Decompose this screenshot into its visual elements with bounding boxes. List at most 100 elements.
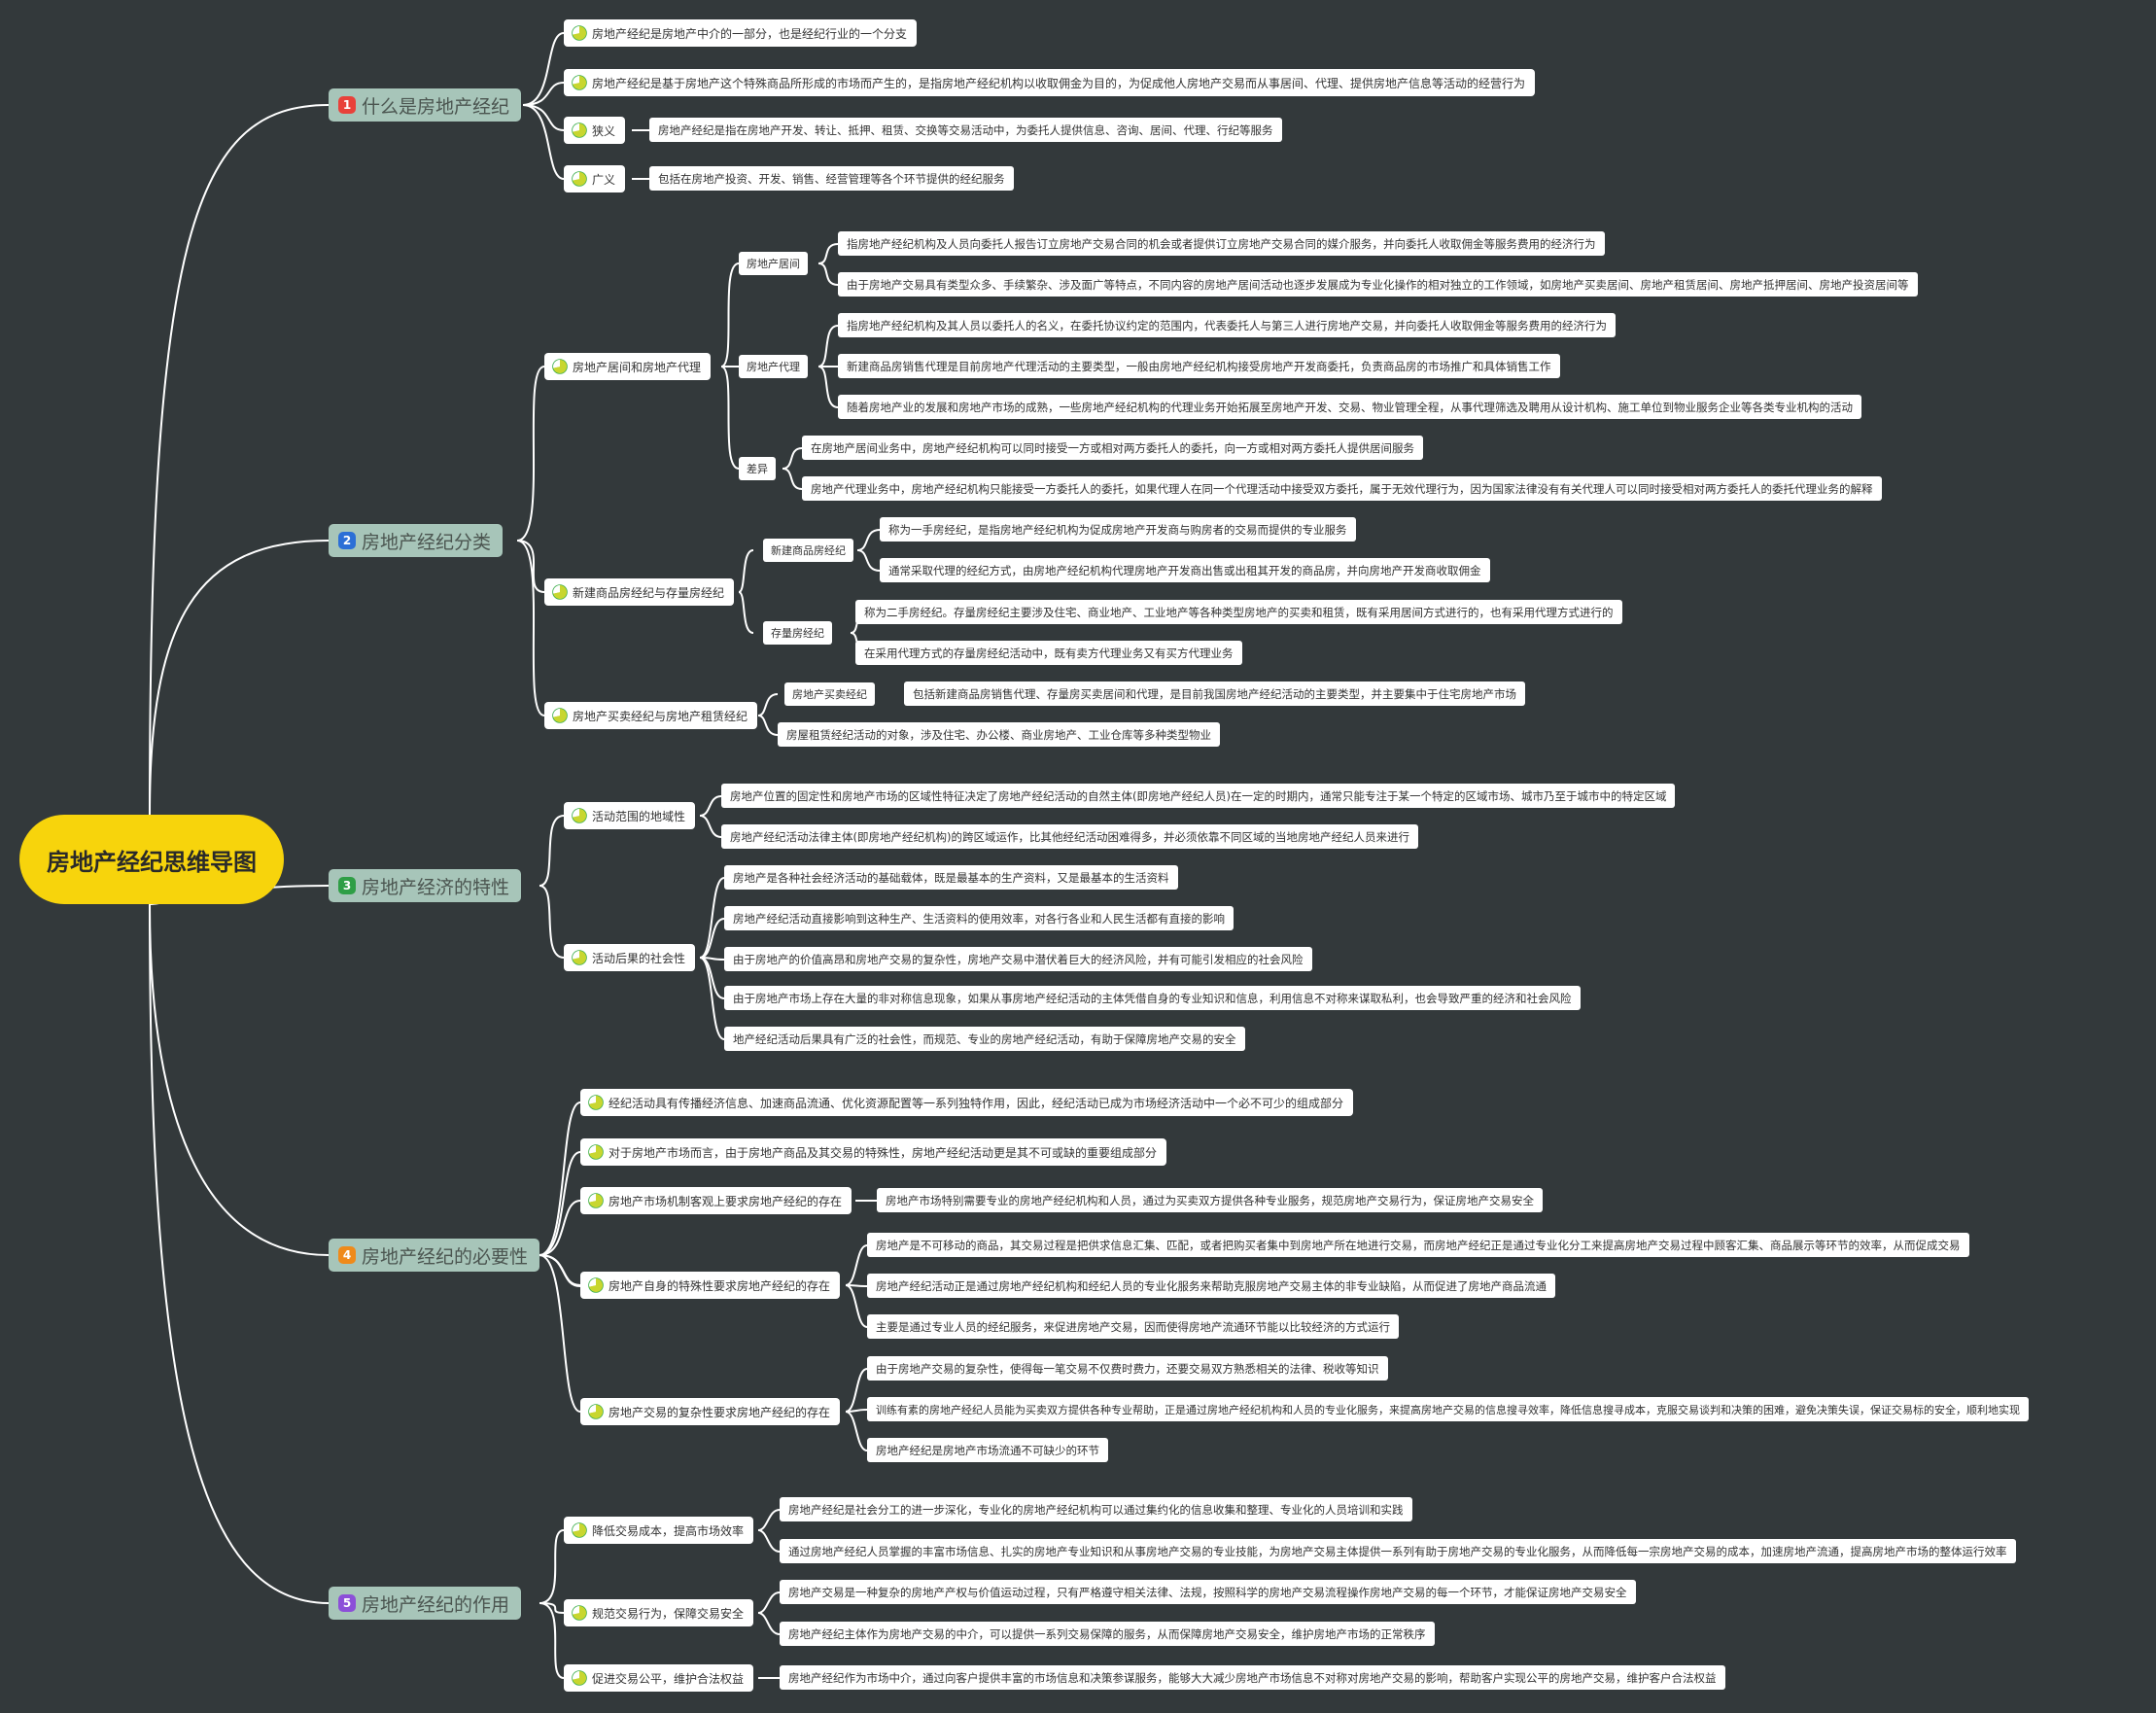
topic-label: 规范交易行为，保障交易安全 <box>592 1606 745 1621</box>
pie-progress-icon <box>588 1144 604 1160</box>
topic-node[interactable]: 房地产居间和房地产代理 <box>544 353 712 380</box>
branch-characteristics[interactable]: 3 房地产经济的特性 <box>329 869 522 902</box>
topic-label: 活动后果的社会性 <box>592 951 686 965</box>
subtopic-node[interactable]: 房地产买卖经纪 <box>784 682 875 706</box>
topic-node[interactable]: 广义 <box>564 165 626 192</box>
subtopic-node[interactable]: 房地产代理 <box>739 355 808 378</box>
branch-classification[interactable]: 2 房地产经纪分类 <box>329 524 504 557</box>
leaf-node[interactable]: 房地产经纪是指在房地产开发、转让、抵押、租赁、交换等交易活动中，为委托人提供信息… <box>649 118 1282 142</box>
leaf-node[interactable]: 由于房地产交易具有类型众多、手续繁杂、涉及面广等特点，不同内容的房地产居间活动也… <box>838 272 1918 297</box>
pie-progress-icon <box>552 584 568 600</box>
number-badge: 1 <box>338 96 356 114</box>
leaf-node[interactable]: 房地产代理业务中，房地产经纪机构只能接受一方委托人的委托，如果代理人在同一个代理… <box>802 476 1882 501</box>
topic-label: 房地产居间和房地产代理 <box>573 360 702 374</box>
pie-progress-icon <box>572 1670 587 1686</box>
leaf-node[interactable]: 房地产经纪活动法律主体(即房地产经纪机构)的跨区域运作，比其他经纪活动困难得多，… <box>721 824 1418 849</box>
topic-node[interactable]: 新建商品房经纪与存量房经纪 <box>544 578 735 606</box>
leaf-node[interactable]: 由于房地产市场上存在大量的非对称信息现象，如果从事房地产经纪活动的主体凭借自身的… <box>724 986 1581 1010</box>
leaf-node[interactable]: 包括在房地产投资、开发、销售、经营管理等各个环节提供的经纪服务 <box>649 166 1014 191</box>
pie-progress-icon <box>572 171 587 187</box>
topic-label: 房地产市场机制客观上要求房地产经纪的存在 <box>609 1194 843 1208</box>
branch-label: 房地产经纪分类 <box>362 531 492 553</box>
topic-node[interactable]: 降低交易成本，提高市场效率 <box>564 1517 754 1544</box>
branch-necessity[interactable]: 4 房地产经纪的必要性 <box>329 1239 540 1272</box>
topic-label: 房地产经纪是基于房地产这个特殊商品所形成的市场而产生的，是指房地产经纪机构以收取… <box>592 76 1526 90</box>
subtopic-node[interactable]: 新建商品房经纪 <box>763 539 853 562</box>
branch-functions[interactable]: 5 房地产经纪的作用 <box>329 1587 522 1620</box>
leaf-node[interactable]: 房地产经纪是社会分工的进一步深化，专业化的房地产经纪机构可以通过集约化的信息收集… <box>780 1497 1412 1521</box>
topic-label: 活动范围的地域性 <box>592 809 686 823</box>
leaf-node[interactable]: 地产经纪活动后果具有广泛的社会性，而规范、专业的房地产经纪活动，有助于保障房地产… <box>724 1027 1245 1051</box>
leaf-node[interactable]: 在采用代理方式的存量房经纪活动中，既有卖方代理业务又有买方代理业务 <box>855 641 1242 665</box>
topic-node[interactable]: 房地产买卖经纪与房地产租赁经纪 <box>544 702 758 729</box>
pie-progress-icon <box>572 25 587 41</box>
leaf-node[interactable]: 主要是通过专业人员的经纪服务，来促进房地产交易，因而使得房地产流通环节能以比较经… <box>867 1314 1399 1339</box>
topic-node[interactable]: 经纪活动具有传播经济信息、加速商品流通、优化资源配置等一系列独特作用，因此，经纪… <box>580 1089 1354 1116</box>
pie-progress-icon <box>572 122 587 138</box>
topic-node[interactable]: 狭义 <box>564 117 626 144</box>
branch-label: 什么是房地产经纪 <box>362 95 510 118</box>
pie-progress-icon <box>588 1193 604 1208</box>
branch-label: 房地产经纪的必要性 <box>362 1245 529 1268</box>
pie-progress-icon <box>572 75 587 90</box>
leaf-node[interactable]: 房地产交易是一种复杂的房地产产权与价值运动过程，只有严格遵守相关法律、法规，按照… <box>780 1580 1636 1604</box>
topic-node[interactable]: 促进交易公平，维护合法权益 <box>564 1664 754 1692</box>
topic-node[interactable]: 活动范围的地域性 <box>564 802 696 829</box>
topic-label: 广义 <box>592 172 616 187</box>
leaf-node[interactable]: 包括新建商品房销售代理、存量房买卖居间和代理，是目前我国房地产经纪活动的主要类型… <box>904 682 1525 706</box>
leaf-node[interactable]: 指房地产经纪机构及其人员以委托人的名义，在委托协议约定的范围内，代表委托人与第三… <box>838 313 1616 337</box>
leaf-node[interactable]: 房屋租赁经纪活动的对象，涉及住宅、办公楼、商业房地产、工业仓库等多种类型物业 <box>778 722 1220 747</box>
pie-progress-icon <box>552 708 568 723</box>
leaf-node[interactable]: 指房地产经纪机构及人员向委托人报告订立房地产交易合同的机会或者提供订立房地产交易… <box>838 231 1605 256</box>
leaf-node[interactable]: 通过房地产经纪人员掌握的丰富市场信息、扎实的房地产专业知识和从事房地产交易的专业… <box>780 1539 2016 1563</box>
number-badge: 5 <box>338 1594 356 1612</box>
topic-label: 狭义 <box>592 123 616 138</box>
topic-label: 房地产经纪是房地产中介的一部分，也是经纪行业的一个分支 <box>592 26 908 41</box>
topic-node[interactable]: 房地产经纪是房地产中介的一部分，也是经纪行业的一个分支 <box>564 19 918 47</box>
leaf-node[interactable]: 房地产是不可移动的商品，其交易过程是把供求信息汇集、匹配，或者把购买者集中到房地… <box>867 1233 1969 1257</box>
branch-what-is[interactable]: 1 什么是房地产经纪 <box>329 88 522 122</box>
leaf-node[interactable]: 随着房地产业的发展和房地产市场的成熟，一些房地产经纪机构的代理业务开始拓展至房地… <box>838 395 1861 419</box>
topic-node[interactable]: 房地产交易的复杂性要求房地产经纪的存在 <box>580 1398 841 1425</box>
topic-node[interactable]: 活动后果的社会性 <box>564 944 696 971</box>
leaf-node[interactable]: 由于房地产交易的复杂性，使得每一笔交易不仅费时费力，还要交易双方熟悉相关的法律、… <box>867 1356 1388 1381</box>
leaf-node[interactable]: 新建商品房销售代理是目前房地产代理活动的主要类型，一般由房地产经纪机构接受房地产… <box>838 354 1560 378</box>
leaf-node[interactable]: 在房地产居间业务中，房地产经纪机构可以同时接受一方或相对两方委托人的委托，向一方… <box>802 436 1423 460</box>
leaf-node[interactable]: 称为二手房经纪。存量房经纪主要涉及住宅、商业地产、工业地产等各种类型房地产的买卖… <box>855 600 1622 624</box>
leaf-node[interactable]: 通常采取代理的经纪方式，由房地产经纪机构代理房地产开发商出售或出租其开发的商品房… <box>880 558 1490 582</box>
number-badge: 2 <box>338 532 356 549</box>
pie-progress-icon <box>572 808 587 823</box>
leaf-node[interactable]: 房地产经纪活动正是通过房地产经纪机构和经纪人员的专业化服务来帮助克服房地产交易主… <box>867 1274 1555 1298</box>
leaf-node[interactable]: 房地产位置的固定性和房地产市场的区域性特征决定了房地产经纪活动的自然主体(即房地… <box>721 784 1676 808</box>
leaf-node[interactable]: 房地产经纪作为市场中介，通过向客户提供丰富的市场信息和决策参谋服务，能够大大减少… <box>780 1665 1725 1690</box>
topic-label: 新建商品房经纪与存量房经纪 <box>573 585 725 600</box>
root-topic[interactable]: 房地产经纪思维导图 <box>19 815 284 904</box>
branch-label: 房地产经纪的作用 <box>362 1593 510 1616</box>
topic-label: 房地产买卖经纪与房地产租赁经纪 <box>573 709 748 723</box>
topic-node[interactable]: 房地产经纪是基于房地产这个特殊商品所形成的市场而产生的，是指房地产经纪机构以收取… <box>564 69 1536 96</box>
subtopic-node[interactable]: 房地产居间 <box>739 252 808 275</box>
subtopic-node[interactable]: 存量房经纪 <box>763 621 832 645</box>
topic-node[interactable]: 房地产自身的特殊性要求房地产经纪的存在 <box>580 1272 841 1299</box>
pie-progress-icon <box>588 1095 604 1110</box>
leaf-node[interactable]: 房地产是各种社会经济活动的基础载体，既是最基本的生产资料，又是最基本的生活资料 <box>724 865 1178 890</box>
topic-node[interactable]: 房地产市场机制客观上要求房地产经纪的存在 <box>580 1187 852 1214</box>
leaf-node[interactable]: 房地产经纪活动直接影响到这种生产、生活资料的使用效率，对各行各业和人民生活都有直… <box>724 906 1234 930</box>
topic-label: 降低交易成本，提高市场效率 <box>592 1523 745 1538</box>
pie-progress-icon <box>572 1605 587 1621</box>
leaf-node[interactable]: 房地产经纪主体作为房地产交易的中介，可以提供一系列交易保障的服务，从而保障房地产… <box>780 1622 1435 1646</box>
leaf-node[interactable]: 房地产经纪是房地产市场流通不可缺少的环节 <box>867 1438 1108 1462</box>
topic-node[interactable]: 对于房地产市场而言，由于房地产商品及其交易的特殊性，房地产经纪活动更是其不可或缺… <box>580 1138 1167 1166</box>
subtopic-node[interactable]: 差异 <box>739 457 776 480</box>
topic-node[interactable]: 规范交易行为，保障交易安全 <box>564 1599 754 1626</box>
topic-label: 房地产交易的复杂性要求房地产经纪的存在 <box>609 1405 831 1419</box>
leaf-node[interactable]: 称为一手房经纪，是指房地产经纪机构为促成房地产开发商与购房者的交易而提供的专业服… <box>880 517 1356 542</box>
leaf-node[interactable]: 训练有素的房地产经纪人员能为买卖双方提供各种专业帮助，正是通过房地产经纪机构和人… <box>867 1397 2029 1421</box>
topic-label: 房地产自身的特殊性要求房地产经纪的存在 <box>609 1278 831 1293</box>
pie-progress-icon <box>572 1522 587 1538</box>
leaf-node[interactable]: 由于房地产的价值高昂和房地产交易的复杂性，房地产交易中潜伏着巨大的经济风险，并有… <box>724 947 1312 971</box>
pie-progress-icon <box>572 950 587 965</box>
number-badge: 4 <box>338 1246 356 1264</box>
leaf-node[interactable]: 房地产市场特别需要专业的房地产经纪机构和人员，通过为买卖双方提供各种专业服务，规… <box>877 1188 1543 1212</box>
